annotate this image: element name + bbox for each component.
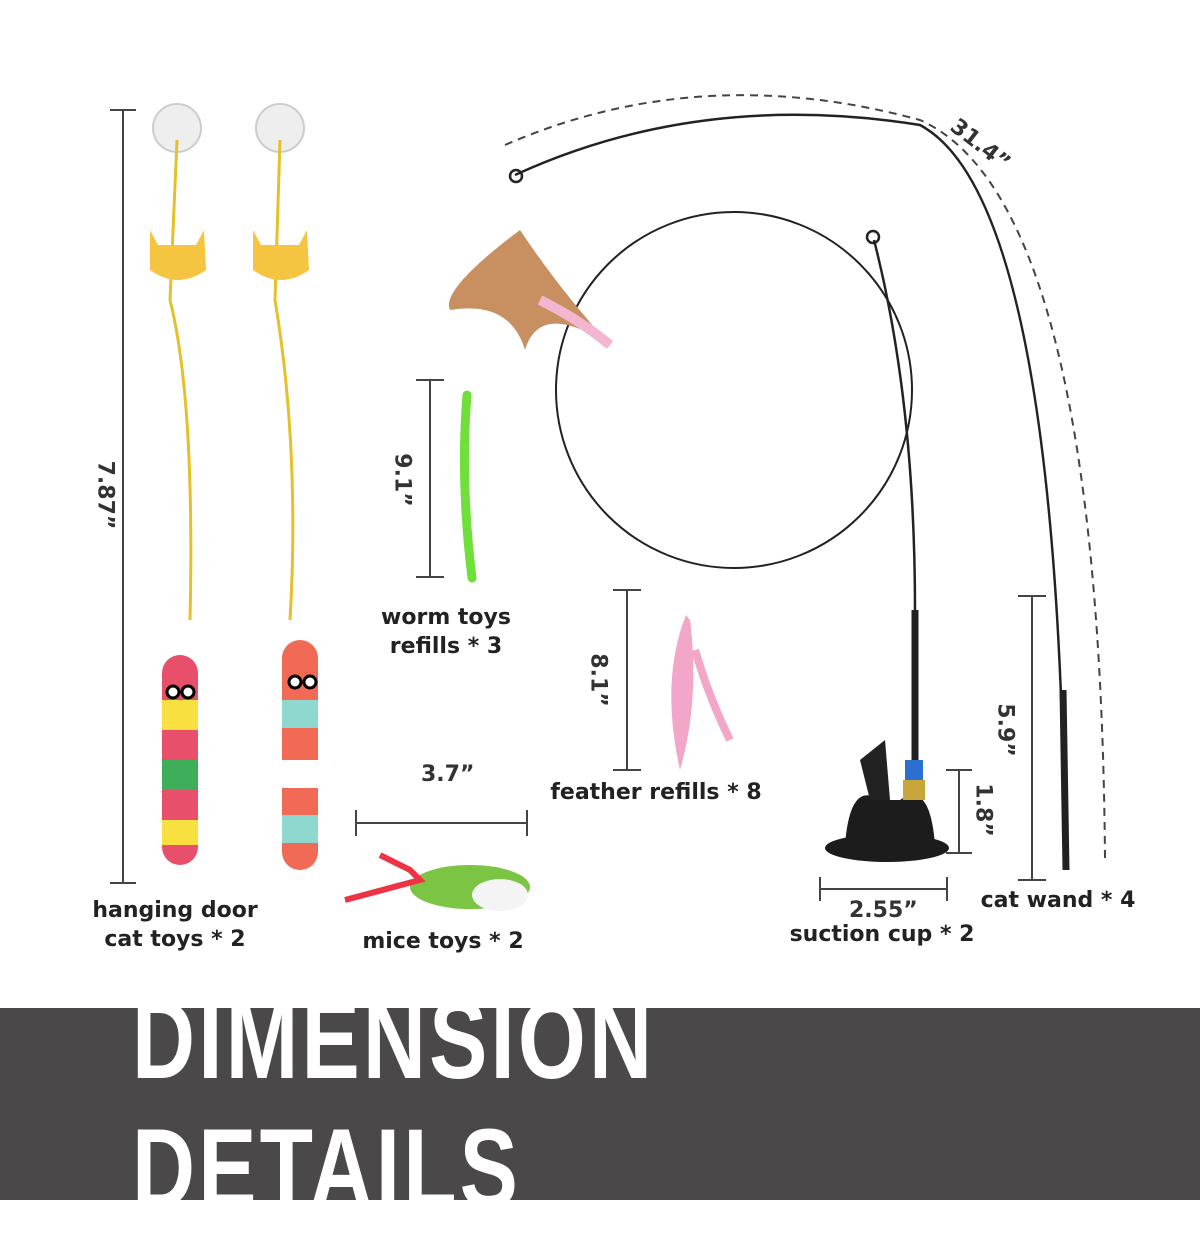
wand-handle-dimension: 5.9”	[992, 703, 1018, 757]
dimension-lines	[110, 94, 1106, 901]
hanging-toy-label-line2: cat toys * 2	[104, 927, 246, 952]
hanging-toy-dimension: 7.87”	[92, 460, 118, 530]
feather-on-wand	[448, 230, 614, 350]
mice-toy-dimension: 3.7”	[421, 762, 475, 787]
product-illustration	[110, 94, 1106, 911]
feather-refill-label: feather refills * 8	[550, 780, 762, 805]
suction-height-dimension: 1.8”	[970, 783, 996, 837]
worm-toy-label: worm toys refills * 3	[346, 603, 546, 661]
title-banner: DIMENSION DETAILS	[0, 977, 1200, 1231]
cat-wands	[508, 113, 1070, 871]
suction-width-dimension: 2.55”	[849, 898, 918, 923]
feather-refill	[671, 615, 734, 770]
hanging-toys	[150, 103, 318, 870]
hanging-toy-label-line1: hanging door	[92, 898, 258, 923]
suction-cup	[825, 740, 949, 862]
worm-toy-label-line2: refills * 3	[389, 634, 503, 659]
cat-wand-label: cat wand * 4	[980, 888, 1136, 913]
worm-toy-label-line1: worm toys	[381, 605, 511, 630]
mice-toy-label: mice toys * 2	[362, 929, 524, 954]
worm-toy-dimension: 9.1”	[389, 453, 415, 507]
feather-refill-dimension: 8.1”	[585, 653, 611, 707]
banner-title: DIMENSION DETAILS	[132, 977, 656, 1231]
mouse-toy	[344, 852, 530, 911]
suction-cup-label: suction cup * 2	[789, 922, 975, 947]
hanging-toy-label: hanging door cat toys * 2	[75, 896, 275, 954]
worm-toy	[459, 390, 477, 583]
